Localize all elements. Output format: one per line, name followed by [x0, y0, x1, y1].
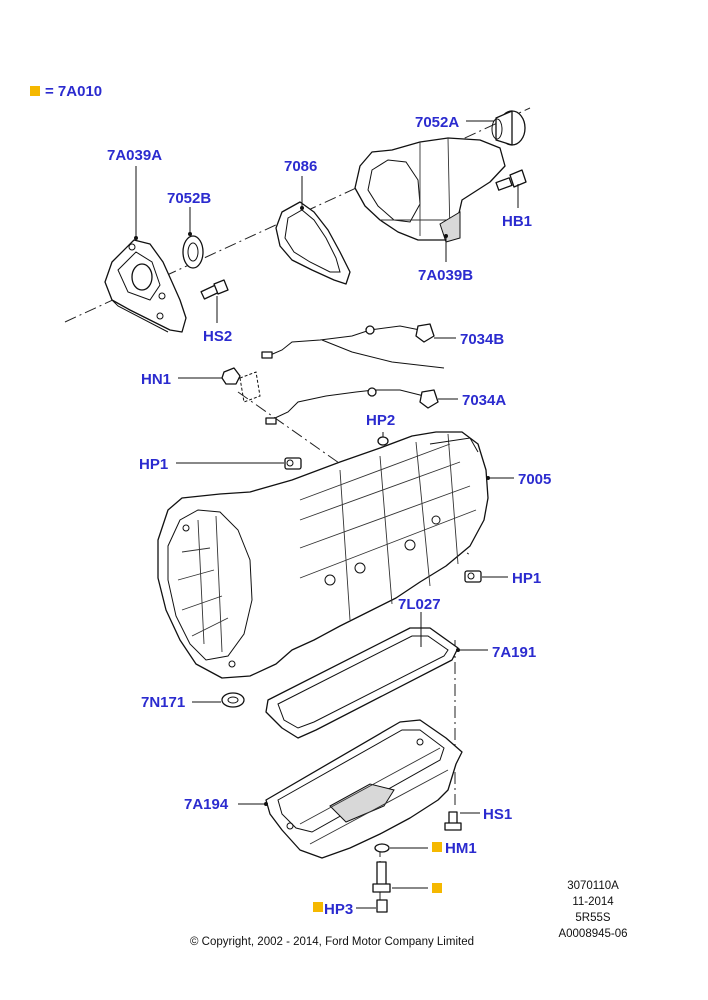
callout-labels: 7052A 7A039A 7086 7052B HB1 7A039B HS2 7…: [107, 114, 551, 918]
part-7A191-pan-gasket: [265, 627, 459, 739]
part-HM1-washer: [374, 843, 390, 853]
callout-7L027: 7L027: [398, 596, 441, 613]
diagram-metadata: 3070110A 11-2014 5R55S A0008945-06: [558, 880, 627, 940]
part-HP3-plug: [376, 899, 388, 913]
callout-7A039A: 7A039A: [107, 147, 162, 164]
callout-HP1-lower: HP1: [512, 570, 541, 587]
legend-text: = 7A010: [45, 83, 102, 100]
part-HS1-bolt: [444, 811, 462, 831]
part-HP1-plug-upper: [284, 457, 302, 470]
copyright-notice: © Copyright, 2002 - 2014, Ford Motor Com…: [190, 936, 474, 948]
part-7A039A-adapter-plate: [104, 239, 187, 333]
callout-7034A: 7034A: [462, 392, 506, 409]
callout-7N171: 7N171: [141, 694, 185, 711]
callout-HN1: HN1: [141, 371, 171, 388]
part-HP2-plug: [377, 436, 389, 446]
part-HB1-bolt: [495, 169, 527, 191]
part-7034B-cable: [261, 323, 445, 369]
callout-7A191: 7A191: [492, 644, 536, 661]
part-7A039B-extension-housing: [354, 137, 506, 243]
callout-7052A: 7052A: [415, 114, 459, 131]
metadata-line-4: A0008945-06: [558, 928, 627, 940]
callout-HP3: HP3: [324, 901, 353, 918]
part-7086-gasket: [275, 201, 351, 285]
part-7005-transmission-case: [157, 431, 489, 679]
part-HN1-nut: [221, 367, 261, 403]
callout-7005: 7005: [518, 471, 551, 488]
part-HP1-plug-lower: [464, 570, 482, 583]
callout-7086: 7086: [284, 158, 317, 175]
callout-7A039B: 7A039B: [418, 267, 473, 284]
callout-HS2: HS2: [203, 328, 232, 345]
part-7N171-seal: [221, 692, 245, 708]
legend: = 7A010: [30, 83, 102, 100]
legend-marker: [30, 86, 40, 96]
flag-markers: [313, 842, 442, 912]
callout-HP1-upper: HP1: [139, 456, 168, 473]
part-7A194-oil-pan: [265, 719, 463, 859]
flag-marker-HP3: [313, 902, 323, 912]
callout-7A194: 7A194: [184, 796, 229, 813]
callout-HB1: HB1: [502, 213, 532, 230]
part-7034A-cable: [265, 387, 439, 425]
part-7052A-rear-seal: [491, 110, 526, 146]
flag-marker-unlabeled-bolt: [432, 883, 442, 893]
part-drain-bolt: [372, 861, 391, 893]
callout-7052B: 7052B: [167, 190, 211, 207]
part-HS2-bolt: [200, 279, 229, 300]
flag-marker-HM1: [432, 842, 442, 852]
part-7052B-oil-seal: [182, 235, 204, 269]
callout-HP2: HP2: [366, 412, 395, 429]
callout-7034B: 7034B: [460, 331, 504, 348]
callout-HS1: HS1: [483, 806, 512, 823]
leader-lines: [134, 120, 519, 909]
callout-HM1: HM1: [445, 840, 477, 857]
metadata-line-1: 3070110A: [567, 880, 619, 892]
metadata-line-3: 5R55S: [575, 912, 610, 924]
metadata-line-2: 11-2014: [572, 896, 614, 908]
